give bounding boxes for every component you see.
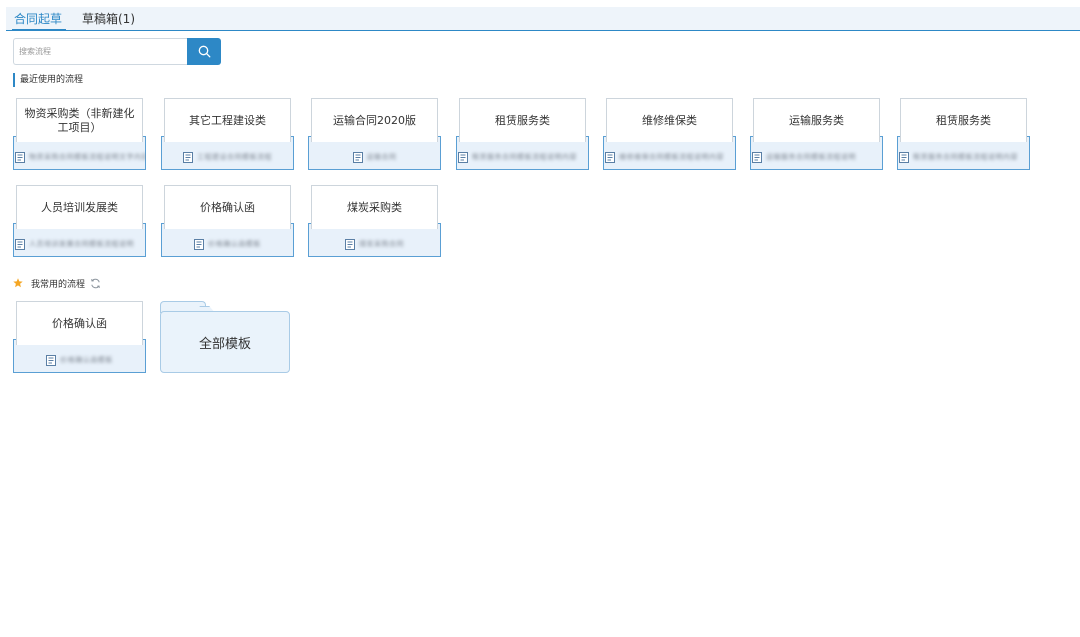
search-bar — [13, 38, 227, 65]
process-card-title: 租赁服务类 — [459, 98, 586, 142]
process-card[interactable]: 价格确认函 价格确认函模板 — [161, 185, 294, 257]
recent-processes-title: 最近使用的流程 — [13, 73, 83, 87]
process-card[interactable]: 租赁服务类 租赁服务合同模板流程说明内容 — [897, 98, 1030, 170]
document-icon — [15, 151, 25, 163]
process-card[interactable]: 其它工程建设类 工程建设合同模板流程 — [161, 98, 294, 170]
tab-drafts[interactable]: 草稿箱(1) — [82, 12, 135, 26]
star-icon — [13, 278, 23, 288]
process-card-description: 工程建设合同模板流程 — [197, 153, 272, 161]
process-card-title: 价格确认函 — [164, 185, 291, 229]
process-card[interactable]: 维修维保类 维修维保合同模板流程说明内容 — [603, 98, 736, 170]
tab-contract-drafting[interactable]: 合同起草 — [11, 12, 67, 31]
process-card-title: 物资采购类（非新建化工项目） — [16, 98, 143, 142]
process-card[interactable]: 运输合同2020版 运输合同 — [308, 98, 441, 170]
folder-icon — [160, 301, 206, 313]
all-templates-label: 全部模板 — [160, 311, 290, 373]
process-card-description: 租赁服务合同模板流程说明内容 — [913, 153, 1018, 161]
process-card-title: 人员培训发展类 — [16, 185, 143, 229]
search-input[interactable] — [13, 38, 187, 65]
document-icon — [752, 151, 762, 163]
search-button[interactable] — [187, 38, 221, 65]
process-card-description: 煤炭采购合同 — [359, 240, 404, 248]
process-card[interactable]: 煤炭采购类 煤炭采购合同 — [308, 185, 441, 257]
process-card[interactable]: 物资采购类（非新建化工项目） 物资采购合同模板流程说明文字内容 — [13, 98, 146, 170]
process-card-title: 价格确认函 — [16, 301, 143, 345]
process-card-title: 其它工程建设类 — [164, 98, 291, 142]
process-card-description: 租赁服务合同模板流程说明内容 — [472, 153, 577, 161]
process-card-description: 价格确认函模板 — [60, 356, 113, 364]
document-icon — [345, 238, 355, 250]
process-card[interactable]: 人员培训发展类 人员培训发展合同模板流程说明 — [13, 185, 146, 257]
document-icon — [458, 151, 468, 163]
search-icon — [198, 45, 210, 58]
process-card-description: 物资采购合同模板流程说明文字内容 — [29, 153, 146, 161]
document-icon — [899, 151, 909, 163]
process-card[interactable]: 租赁服务类 租赁服务合同模板流程说明内容 — [456, 98, 589, 170]
process-card-description: 运输服务合同模板流程说明 — [766, 153, 856, 161]
document-icon — [605, 151, 615, 163]
process-card-description: 价格确认函模板 — [208, 240, 261, 248]
common-processes-header: 我常用的流程 — [13, 275, 101, 291]
process-card-description: 维修维保合同模板流程说明内容 — [619, 153, 724, 161]
document-icon — [46, 354, 57, 366]
process-card-title: 维修维保类 — [606, 98, 733, 142]
document-icon — [352, 151, 363, 163]
document-icon — [194, 238, 205, 250]
tab-bar: 合同起草 草稿箱(1) — [6, 7, 1080, 31]
process-card-title: 煤炭采购类 — [311, 185, 438, 229]
document-icon — [15, 238, 25, 250]
process-card-title: 运输合同2020版 — [311, 98, 438, 142]
common-processes-title: 我常用的流程 — [31, 279, 86, 290]
common-process-card[interactable]: 价格确认函 价格确认函模板 — [13, 301, 146, 373]
process-card[interactable]: 运输服务类 运输服务合同模板流程说明 — [750, 98, 883, 170]
refresh-icon[interactable] — [90, 278, 101, 289]
process-card-description: 运输合同 — [366, 153, 397, 161]
process-card-title: 运输服务类 — [753, 98, 880, 142]
process-card-description: 人员培训发展合同模板流程说明 — [29, 240, 134, 248]
all-templates-folder[interactable]: 全部模板 — [160, 301, 290, 373]
document-icon — [183, 151, 193, 163]
contract-drafting-page: 合同起草 草稿箱(1) 最近使用的流程 物资采购类（非新建化工项目） 物资采购合… — [6, 0, 1080, 637]
process-card-title: 租赁服务类 — [900, 98, 1027, 142]
